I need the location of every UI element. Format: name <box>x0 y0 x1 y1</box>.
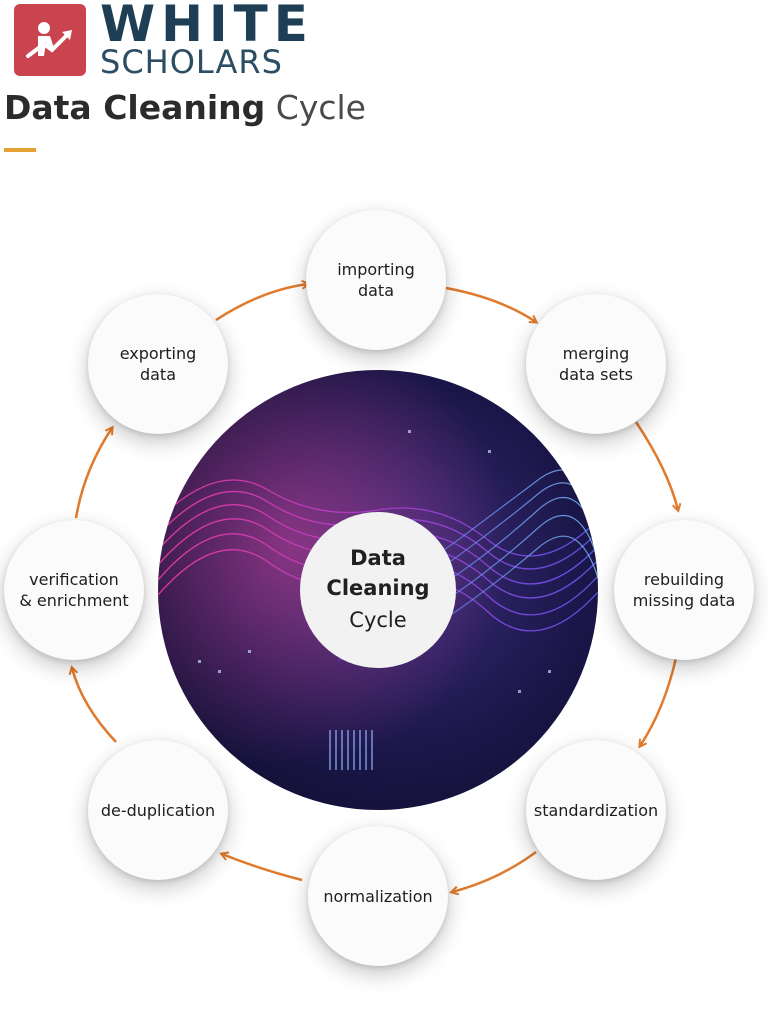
step-importing-data: importing data <box>306 210 446 350</box>
white-scholars-logo: WHITE SCHOLARS <box>14 0 314 81</box>
step-label: merging data sets <box>559 344 633 384</box>
page-title-bold: Data Cleaning <box>4 88 266 127</box>
step-normalization: normalization <box>308 826 448 966</box>
brand-name-line2: SCHOLARS <box>100 43 283 81</box>
step-merging-data-sets: merging data sets <box>526 294 666 434</box>
center-label-line2: Cleaning <box>326 576 430 600</box>
data-cleaning-cycle-diagram: Data Cleaning Cycle importing data mergi… <box>0 180 768 1024</box>
center-label-line3: Cycle <box>349 608 407 632</box>
step-label: rebuilding missing data <box>632 570 736 610</box>
step-exporting-data: exporting data <box>88 294 228 434</box>
step-label: importing data <box>337 260 415 300</box>
step-label: normalization <box>323 886 433 906</box>
brand-name-line1: WHITE <box>100 0 314 53</box>
arrow-exporting-to-importing <box>215 284 308 322</box>
person-growth-arrow-icon <box>14 4 86 76</box>
page-title: Data Cleaning Cycle <box>4 84 366 132</box>
arrow-rebuilding-to-standardization <box>640 657 678 746</box>
step-label: standardization <box>533 800 659 820</box>
arrow-verification-to-exporting <box>74 428 112 519</box>
arrow-merging-to-rebuilding <box>634 421 678 510</box>
title-underline <box>4 148 36 152</box>
step-label: verification & enrichment <box>19 570 129 610</box>
center-label-line1: Data <box>350 546 406 570</box>
page-title-light: Cycle <box>275 88 366 127</box>
cycle-arrows <box>0 180 768 1024</box>
step-standardization: standardization <box>526 740 666 880</box>
step-label: exporting data <box>119 344 197 384</box>
step-label: de-duplication <box>100 800 216 820</box>
arrow-deduplication-to-verification <box>72 668 117 743</box>
arrow-standardization-to-normalization <box>452 850 537 892</box>
center-label: Data Cleaning Cycle <box>300 512 456 668</box>
step-rebuilding-missing-data: rebuilding missing data <box>614 520 754 660</box>
step-de-duplication: de-duplication <box>88 740 228 880</box>
arrow-normalization-to-deduplication <box>222 854 303 882</box>
arrow-importing-to-merging <box>445 286 536 322</box>
step-verification-enrichment: verification & enrichment <box>4 520 144 660</box>
